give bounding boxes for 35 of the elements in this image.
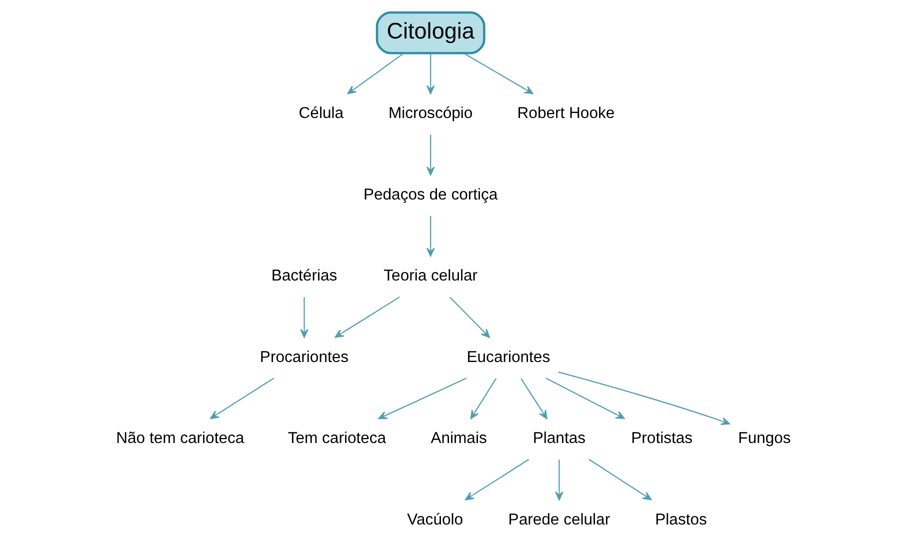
arrow	[426, 216, 434, 257]
arrow	[378, 378, 466, 420]
node-text: Tem carioteca	[287, 430, 386, 448]
node-text: Plantas	[532, 430, 586, 448]
arrow	[426, 53, 434, 94]
node-text: Procariontes	[259, 348, 348, 366]
node-text: Protistas	[630, 430, 692, 448]
node-text: Teoria celular	[383, 268, 478, 285]
arrow	[448, 296, 490, 338]
arrow	[558, 371, 730, 426]
node-text: Plastos	[654, 511, 706, 528]
node-text: Animais	[430, 430, 486, 448]
node-text: Vacúolo	[406, 511, 463, 528]
arrow	[426, 134, 434, 176]
arrow	[210, 378, 274, 419]
arrow	[545, 378, 624, 419]
node-text: Pedaços de cortiça	[362, 186, 498, 204]
node-text: Célula	[298, 105, 344, 122]
arrow	[464, 458, 529, 500]
arrow	[588, 458, 652, 500]
node-text: Não tem carioteca	[116, 430, 244, 448]
arrow	[462, 52, 533, 94]
arrow	[300, 297, 308, 338]
node-text: Parede celular	[508, 511, 610, 528]
node-text: Microscópio	[388, 105, 472, 122]
node-text: Bactérias	[270, 268, 337, 285]
node-text: Fungos	[738, 430, 790, 448]
arrow	[554, 460, 563, 500]
arrow	[520, 378, 547, 420]
arrow	[470, 378, 496, 420]
node-box: Citologia	[375, 11, 485, 54]
arrow	[346, 53, 404, 94]
node-text: Robert Hooke	[516, 105, 614, 122]
node-text: Eucariontes	[466, 348, 550, 366]
arrow	[334, 296, 400, 338]
